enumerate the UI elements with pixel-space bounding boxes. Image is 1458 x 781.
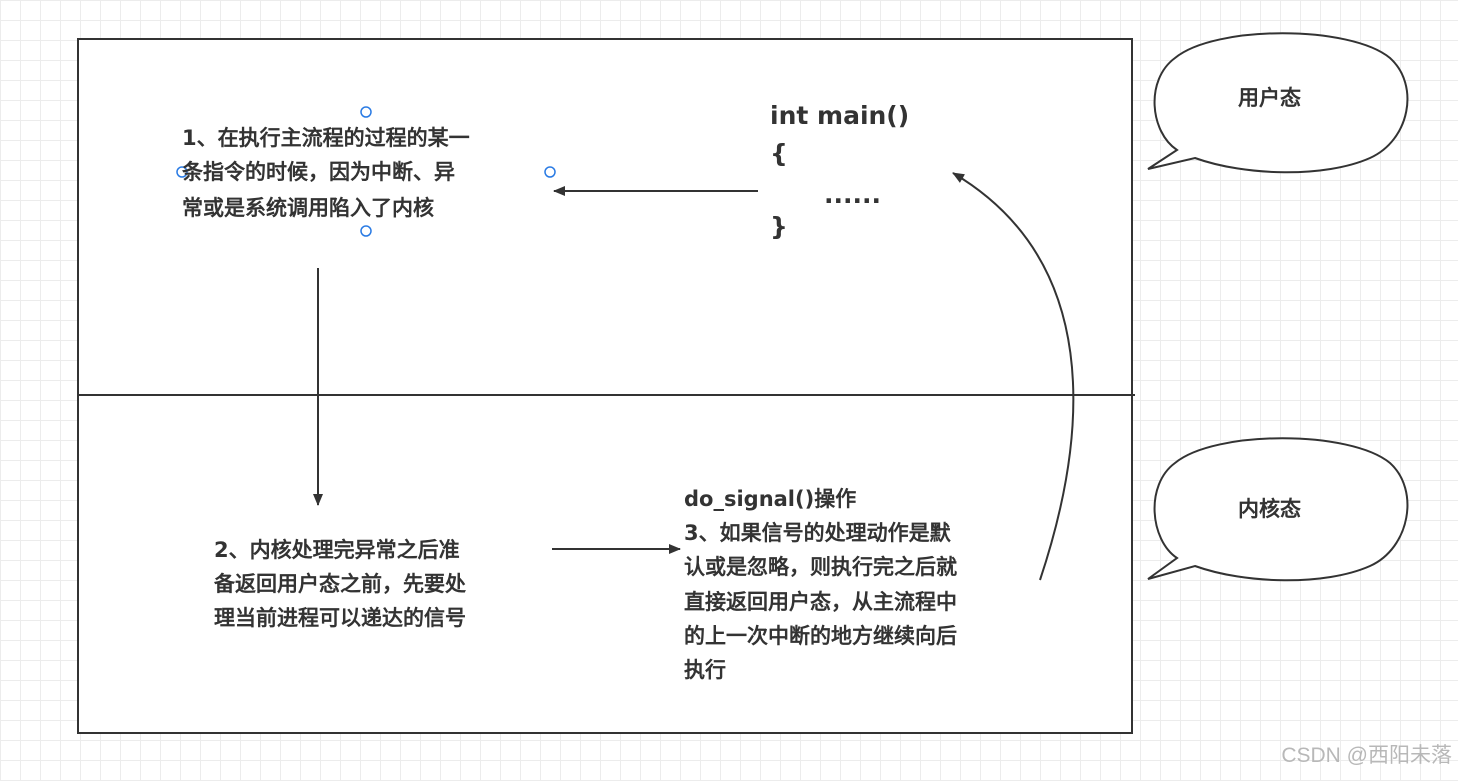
- kernel-mode-bubble: [1147, 437, 1409, 582]
- step2-line-3: 理当前进程可以递达的信号: [214, 606, 466, 630]
- code-line-3: ......: [824, 180, 881, 209]
- user-kernel-divider: [77, 394, 1135, 396]
- code-line-4: }: [770, 212, 788, 241]
- code-line-2: {: [770, 139, 788, 168]
- selection-handle-right[interactable]: [544, 166, 556, 178]
- step3-line-2: 3、如果信号的处理动作是默: [684, 521, 951, 545]
- step3-line-5: 的上一次中断的地方继续向后: [684, 624, 957, 648]
- user-mode-label: 用户态: [1238, 86, 1301, 110]
- selection-handle-bottom[interactable]: [360, 225, 372, 237]
- step2-line-1: 2、内核处理完异常之后准: [214, 538, 460, 562]
- user-mode-bubble: [1147, 32, 1409, 174]
- step1-line-2[interactable]: 条指令的时候，因为中断、异: [182, 160, 455, 184]
- arrow-return-to-main: [952, 172, 1075, 581]
- csdn-watermark: CSDN @西阳未落: [1281, 744, 1452, 767]
- selection-handle-left[interactable]: [176, 166, 188, 178]
- step2-line-2: 备返回用户态之前，先要处: [214, 572, 466, 596]
- kernel-mode-label: 内核态: [1238, 497, 1301, 521]
- step3-line-1: do_signal()操作: [684, 487, 857, 511]
- selection-handle-top[interactable]: [360, 106, 372, 118]
- step1-line-1[interactable]: 1、在执行主流程的过程的某一: [182, 126, 470, 150]
- diagram-frame: [77, 38, 1133, 734]
- step3-line-3: 认或是忽略，则执行完之后就: [684, 555, 957, 579]
- code-line-1: int main(): [770, 101, 910, 130]
- step3-line-6: 执行: [684, 658, 726, 682]
- step1-line-3[interactable]: 常或是系统调用陷入了内核: [182, 196, 434, 220]
- step3-line-4: 直接返回用户态，从主流程中: [684, 590, 957, 614]
